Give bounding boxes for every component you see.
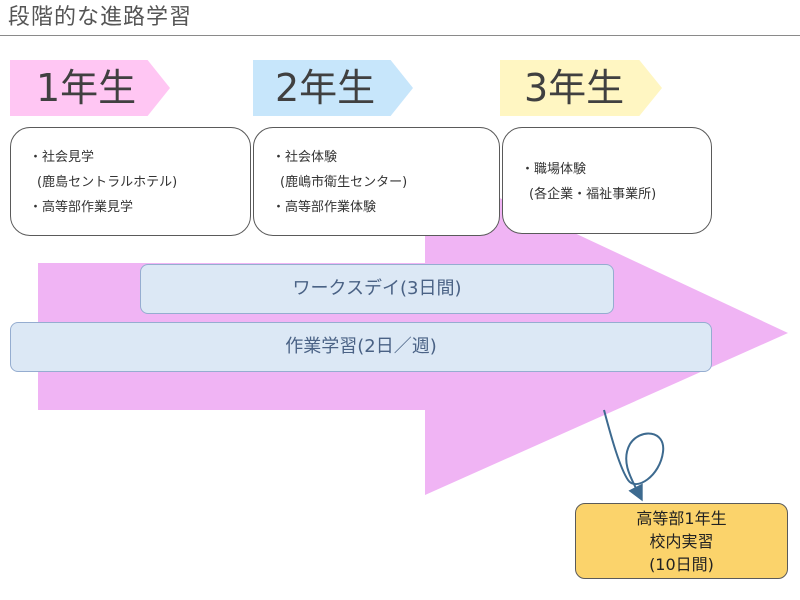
card-line: ・職場体験 xyxy=(521,162,587,177)
grade-label-3: 3年生 xyxy=(524,66,625,110)
work-study-band: 作業学習(2日／週) xyxy=(10,322,712,372)
grade-label-2: 2年生 xyxy=(275,66,376,110)
goal-line: (10日間) xyxy=(649,555,714,574)
card-line: (鹿嶋市衛生センター) xyxy=(280,175,408,190)
activity-card-3: ・職場体験 (各企業・福祉事業所) xyxy=(502,127,712,234)
goal-box: 高等部1年生 校内実習 (10日間) xyxy=(575,503,788,579)
title-divider xyxy=(0,35,800,36)
card-line: ・社会見学 xyxy=(29,150,95,165)
card-line: ・社会体験 xyxy=(272,150,338,165)
card-line: (鹿島セントラルホテル) xyxy=(37,175,178,190)
card-line: (各企業・福祉事業所) xyxy=(529,187,657,202)
card-line: ・高等部作業体験 xyxy=(272,200,377,215)
card-line: ・高等部作業見学 xyxy=(29,200,134,215)
grade-chevron-3: 3年生 xyxy=(500,60,662,116)
grade-label-1: 1年生 xyxy=(36,66,137,110)
connector-line xyxy=(603,409,665,502)
activity-card-2: ・社会体験 (鹿嶋市衛生センター) ・高等部作業体験 xyxy=(253,127,500,236)
goal-line: 校内実習 xyxy=(649,532,714,551)
page-title: 段階的な進路学習 xyxy=(8,5,193,30)
grade-chevron-1: 1年生 xyxy=(10,60,170,116)
goal-line: 高等部1年生 xyxy=(636,509,727,528)
grade-chevron-2: 2年生 xyxy=(253,60,413,116)
workday-band: ワークスデイ(3日間) xyxy=(140,264,614,314)
activity-card-1: ・社会見学 (鹿島セントラルホテル) ・高等部作業見学 xyxy=(10,127,251,236)
